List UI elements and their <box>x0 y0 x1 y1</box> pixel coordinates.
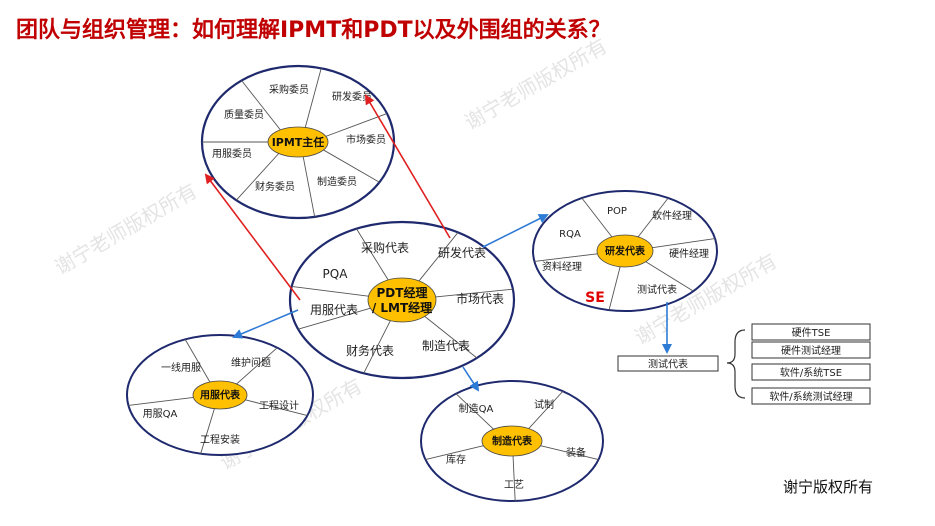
rd-member-5: RQA <box>559 229 581 240</box>
watermark-1: 谢宁老师版权所有 <box>461 34 612 135</box>
pdt-divider-3 <box>424 315 478 359</box>
pdt-center-ellipse <box>367 277 437 323</box>
pdt-member-1: 研发代表 <box>438 245 486 260</box>
ipmt-center-label-0: IPMT主任 <box>272 135 325 149</box>
pdt-center-label-1: / LMT经理 <box>372 300 432 315</box>
service-center-label-0: 用服代表 <box>199 389 241 402</box>
test-item-box-3 <box>751 387 871 405</box>
arrow-pdt-to-ipmt-left <box>204 173 301 301</box>
ipmt-member-0: 采购委员 <box>269 83 309 96</box>
service-divider-0 <box>184 339 211 383</box>
test-item-box-0 <box>751 323 871 341</box>
pdt-member-0: 采购代表 <box>361 240 409 255</box>
pdt-divider-1 <box>418 232 459 282</box>
test-item-label-2: 软件/系统TSE <box>780 366 842 379</box>
test-item-box-2 <box>751 363 871 381</box>
pdt-member-5: 用服代表 <box>310 303 358 317</box>
page-title: 团队与组织管理：如何理解IPMT和PDT以及外围组的关系？ <box>16 18 611 43</box>
pdt-divider-2 <box>435 288 513 298</box>
pdt-member-4: 财务代表 <box>346 343 394 358</box>
arrow-pdt-to-service <box>232 309 299 339</box>
ipmt-member-1: 研发委员 <box>332 90 372 103</box>
rd-center-label-0: 研发代表 <box>605 245 646 258</box>
mfg-member-1: 试制 <box>534 398 554 411</box>
test-rep-box <box>617 355 719 372</box>
ipmt-center-ellipse <box>267 126 329 158</box>
rd-member-1: 软件经理 <box>652 209 692 222</box>
mfg-divider-2 <box>540 445 599 460</box>
rd-divider-1 <box>637 197 669 238</box>
ipmt-divider-0 <box>241 80 281 131</box>
mfg-center-label-0: 制造代表 <box>492 435 533 448</box>
service-divider-1 <box>236 347 278 385</box>
mfg-center-ellipse <box>481 425 543 457</box>
service-center-ellipse <box>192 380 248 410</box>
service-member-3: 工程安装 <box>200 433 240 446</box>
mfg-member-4: 库存 <box>446 453 466 466</box>
rd-member-2: 硬件经理 <box>669 247 709 260</box>
rd-divider-2 <box>652 238 716 249</box>
test-item-label-3: 软件/系统测试经理 <box>769 390 852 403</box>
rd-center-ellipse <box>596 234 654 268</box>
ipmt-divider-2 <box>325 113 388 137</box>
rd-member-4: 资料经理 <box>542 260 582 273</box>
rd-member-3: 测试代表 <box>637 283 677 296</box>
test-item-label-1: 硬件测试经理 <box>781 344 841 357</box>
copyright-note: 谢宁版权所有 <box>783 478 874 496</box>
test-item-box-1 <box>751 341 871 359</box>
pdt-divider-4 <box>363 320 391 374</box>
rd-divider-0 <box>581 197 613 238</box>
service-member-2: 工程设计 <box>259 399 299 412</box>
arrow-pdt-to-rd <box>482 214 549 248</box>
mfg-divider-0 <box>455 393 494 430</box>
mfg-member-0: 制造QA <box>459 402 494 415</box>
ipmt-member-6: 质量委员 <box>224 108 264 121</box>
mfg-divider-3 <box>512 455 516 501</box>
rd-divider-4 <box>608 266 621 311</box>
service-divider-3 <box>200 408 215 454</box>
ipmt-divider-5 <box>235 153 280 201</box>
watermark-2: 谢宁老师版权所有 <box>51 179 202 280</box>
ipmt-member-3: 制造委员 <box>317 175 357 188</box>
test-rep-label: 测试代表 <box>648 358 688 371</box>
rd-se-label: SE <box>585 290 605 306</box>
mfg-divider-1 <box>528 390 564 429</box>
rd-divider-5 <box>534 253 598 262</box>
ipmt-divider-4 <box>302 156 316 217</box>
ipmt-member-2: 市场委员 <box>346 133 386 146</box>
arrow-pdt-to-mfg <box>462 366 480 392</box>
service-member-0: 一线用服 <box>161 361 201 374</box>
pdt-divider-6 <box>291 286 369 297</box>
mfg-divider-4 <box>425 445 484 460</box>
pdt-center-label-0: PDT经理 <box>377 285 428 300</box>
mfg-member-3: 工艺 <box>504 479 524 491</box>
pdt-divider-5 <box>298 307 371 330</box>
rd-divider-3 <box>645 261 694 292</box>
test-item-label-0: 硬件TSE <box>792 327 831 339</box>
service-member-1: 维护问题 <box>231 356 271 369</box>
arrow-pdt-to-ipmt-right <box>364 94 451 239</box>
pdt-member-3: 制造代表 <box>422 339 470 353</box>
pdt-member-2: 市场代表 <box>456 291 504 306</box>
service-member-4: 用服QA <box>143 408 178 420</box>
test-bracket <box>726 329 746 399</box>
service-divider-2 <box>245 399 308 416</box>
pdt-member-6: PQA <box>323 267 349 281</box>
rd-member-0: POP <box>607 206 627 217</box>
service-divider-4 <box>128 396 194 406</box>
ipmt-divider-3 <box>323 149 380 183</box>
mfg-member-2: 装备 <box>566 446 586 459</box>
ipmt-member-5: 用服委员 <box>212 147 252 160</box>
ipmt-divider-1 <box>304 68 322 128</box>
pdt-divider-0 <box>356 228 389 281</box>
ipmt-member-4: 财务委员 <box>255 180 295 193</box>
